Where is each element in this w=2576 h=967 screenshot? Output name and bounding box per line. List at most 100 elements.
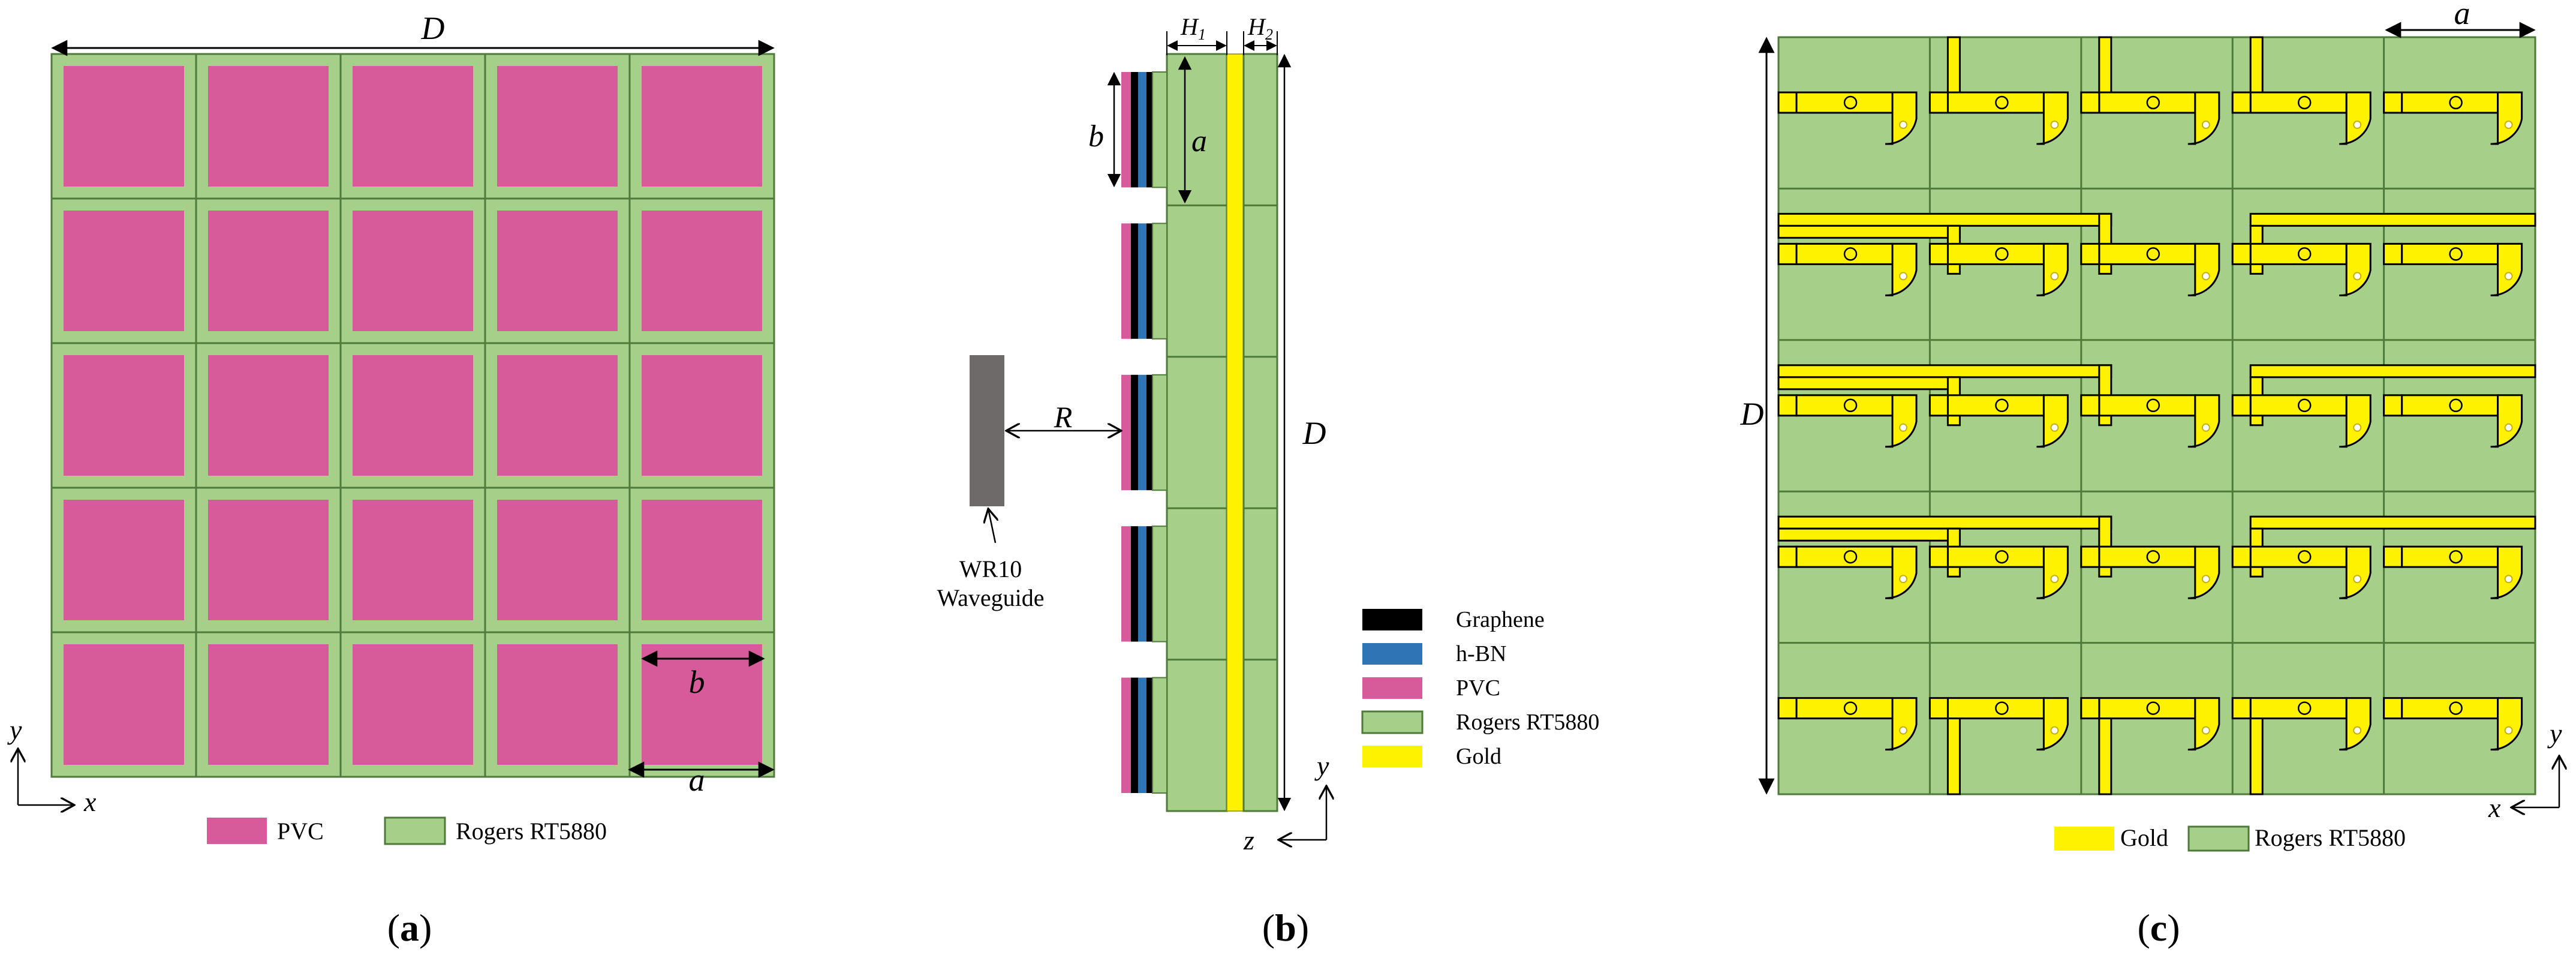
panel-c-gold-patch bbox=[1777, 91, 1918, 145]
panel-c-gold-patch bbox=[2383, 697, 2523, 751]
panel-c-feed-stub bbox=[2249, 708, 2264, 795]
panel-c-legend-label-rogers: Rogers RT5880 bbox=[2255, 824, 2406, 851]
panel-a-pvc-patch bbox=[497, 66, 618, 187]
panel-b-graphene-layer bbox=[1131, 677, 1138, 793]
panel-b-legend-label: PVC bbox=[1456, 675, 1500, 701]
panel-a-grid-lines bbox=[52, 54, 774, 777]
panel-c-legend-label-gold: Gold bbox=[2120, 824, 2168, 851]
panel-b-graphene-layer bbox=[1146, 677, 1152, 793]
panel-a-pvc-patch bbox=[208, 500, 329, 620]
panel-c-feed-line-right bbox=[2249, 212, 2536, 227]
panel-a-pvc-patch bbox=[642, 66, 762, 187]
panel-a-pvc-patch bbox=[64, 211, 184, 331]
panel-b-graphene-stack bbox=[1121, 677, 1167, 794]
panel-b-dim-a-label: a bbox=[1191, 124, 1207, 158]
panel-b-graphene-stack bbox=[1121, 223, 1167, 340]
panel-b-legend-swatch bbox=[1361, 710, 1424, 734]
panel-b-waveguide bbox=[970, 355, 1004, 506]
panel-a-pvc-patch bbox=[64, 644, 184, 765]
panel-a-pvc-patch bbox=[208, 211, 329, 331]
panel-a-pvc-patch bbox=[642, 355, 762, 476]
panel-c-gold-patch bbox=[2383, 242, 2523, 296]
panel-a-pvc-patch bbox=[353, 644, 473, 765]
panel-c-feed-stub bbox=[2098, 708, 2112, 795]
panel-c-axes: y x bbox=[2488, 718, 2562, 823]
panel-a-pvc-patch bbox=[642, 644, 762, 765]
panel-b-hbn-layer bbox=[1138, 223, 1146, 339]
panel-a-pvc-patch bbox=[353, 355, 473, 476]
panel-c-gold-patch bbox=[1928, 394, 2069, 448]
panel-c-gold-patch bbox=[1928, 242, 2069, 296]
panel-b-axis-y-label: y bbox=[1314, 750, 1329, 781]
panel-a-pvc-patch bbox=[497, 211, 618, 331]
panel-a-legend-swatch-rogers bbox=[384, 816, 446, 845]
panel-a-legend-label-rogers: Rogers RT5880 bbox=[456, 818, 607, 845]
panel-b-waveguide-pointer bbox=[988, 509, 995, 543]
panel-b-graphene-stack bbox=[1121, 71, 1167, 188]
panel-c-gold-patches bbox=[1777, 91, 2523, 751]
panel-c-feed-line-right bbox=[2249, 364, 2536, 379]
panel-b-graphene-layer bbox=[1131, 223, 1138, 339]
panel-a-dim-a-label: a bbox=[689, 762, 705, 798]
panel-b-pvc-layer bbox=[1121, 72, 1131, 188]
panel-a-legend-swatch-pvc bbox=[207, 818, 267, 844]
panel-c-gold-patch bbox=[1777, 545, 1918, 599]
panel-b-legend-label: Rogers RT5880 bbox=[1456, 710, 1599, 735]
panel-c-dim-a-label: a bbox=[2454, 0, 2470, 31]
panel-b-legend-swatch bbox=[1362, 677, 1422, 699]
panel-c-gold-patch bbox=[2080, 697, 2220, 751]
panel-a-pvc-patch bbox=[64, 66, 184, 187]
panel-a-pvc-patch bbox=[64, 355, 184, 476]
panel-b-caption: (b) bbox=[1262, 906, 1309, 949]
panel-c-feed-line-left bbox=[1777, 515, 2112, 530]
panel-c-feed-line-left bbox=[1777, 527, 1961, 542]
panel-a: D b a y x PVC Rogers RT5880 (a) bbox=[7, 10, 775, 949]
panel-b-pvc-layer bbox=[1121, 677, 1131, 793]
panel-a-axis-y-label: y bbox=[7, 714, 22, 745]
panel-c-gold-patch bbox=[1777, 242, 1918, 296]
panel-c-legend-swatch-rogers bbox=[2187, 825, 2250, 852]
panel-b-graphene-layer bbox=[1131, 526, 1138, 642]
panel-c-gold-patch bbox=[2231, 242, 2372, 296]
panel-b-graphene-stacks bbox=[1121, 71, 1167, 794]
panel-c-caption: (c) bbox=[2137, 906, 2180, 949]
panel-c-gold-patch bbox=[2080, 91, 2220, 145]
panel-c-feed-line-left bbox=[1777, 364, 2112, 379]
panel-b-graphene-layer bbox=[1131, 374, 1138, 491]
panel-b-gold-layer bbox=[1226, 53, 1244, 812]
panel-b-legend-swatch bbox=[1362, 746, 1422, 767]
panel-c-gold-patch bbox=[2080, 242, 2220, 296]
panel-a-pvc-patch bbox=[642, 211, 762, 331]
panel-a-pvc-patch bbox=[642, 500, 762, 620]
panel-b-substrate-rogers-2 bbox=[1242, 53, 1278, 812]
panel-c-gold-patch bbox=[1928, 91, 2069, 145]
panel-b-graphene-layer bbox=[1131, 72, 1138, 188]
panel-a-pvc-patch bbox=[497, 644, 618, 765]
panel-b-rogers-spacer bbox=[1152, 677, 1167, 794]
panel-c-gold-patch bbox=[2383, 545, 2523, 599]
panel-b-graphene-layer bbox=[1146, 526, 1152, 642]
panel-b-waveguide-label-line2: Waveguide bbox=[937, 584, 1045, 611]
panel-b-legend-label: Gold bbox=[1456, 744, 1501, 769]
panel-b-hbn-layer bbox=[1138, 526, 1146, 642]
panel-c-feed-line-right bbox=[2249, 515, 2536, 530]
panel-b-rogers-spacer bbox=[1152, 71, 1167, 188]
panel-c-gold-patch bbox=[1777, 394, 1918, 448]
panel-b-cell-divider-lines bbox=[1167, 204, 1277, 661]
panel-b-rogers-spacer bbox=[1152, 374, 1167, 491]
panel-c-dim-D-label: D bbox=[1740, 396, 1764, 432]
panel-a-dim-D-label: D bbox=[421, 10, 445, 46]
panel-c-gold-patch bbox=[2080, 545, 2220, 599]
panel-c-legend: Gold Rogers RT5880 bbox=[2054, 824, 2406, 852]
panel-c-legend-swatch-gold bbox=[2054, 827, 2114, 851]
panel-c-gold-patch bbox=[2383, 91, 2523, 145]
panel-c-gold-patch bbox=[2231, 545, 2372, 599]
panel-a-pvc-patch bbox=[497, 500, 618, 620]
panel-c-axis-y-label: y bbox=[2547, 718, 2562, 749]
panel-b-pvc-layer bbox=[1121, 374, 1131, 491]
panel-a-axis-x-label: x bbox=[83, 786, 97, 817]
panel-c-gold-patch bbox=[2231, 91, 2372, 145]
panel-b-graphene-layer bbox=[1146, 223, 1152, 339]
